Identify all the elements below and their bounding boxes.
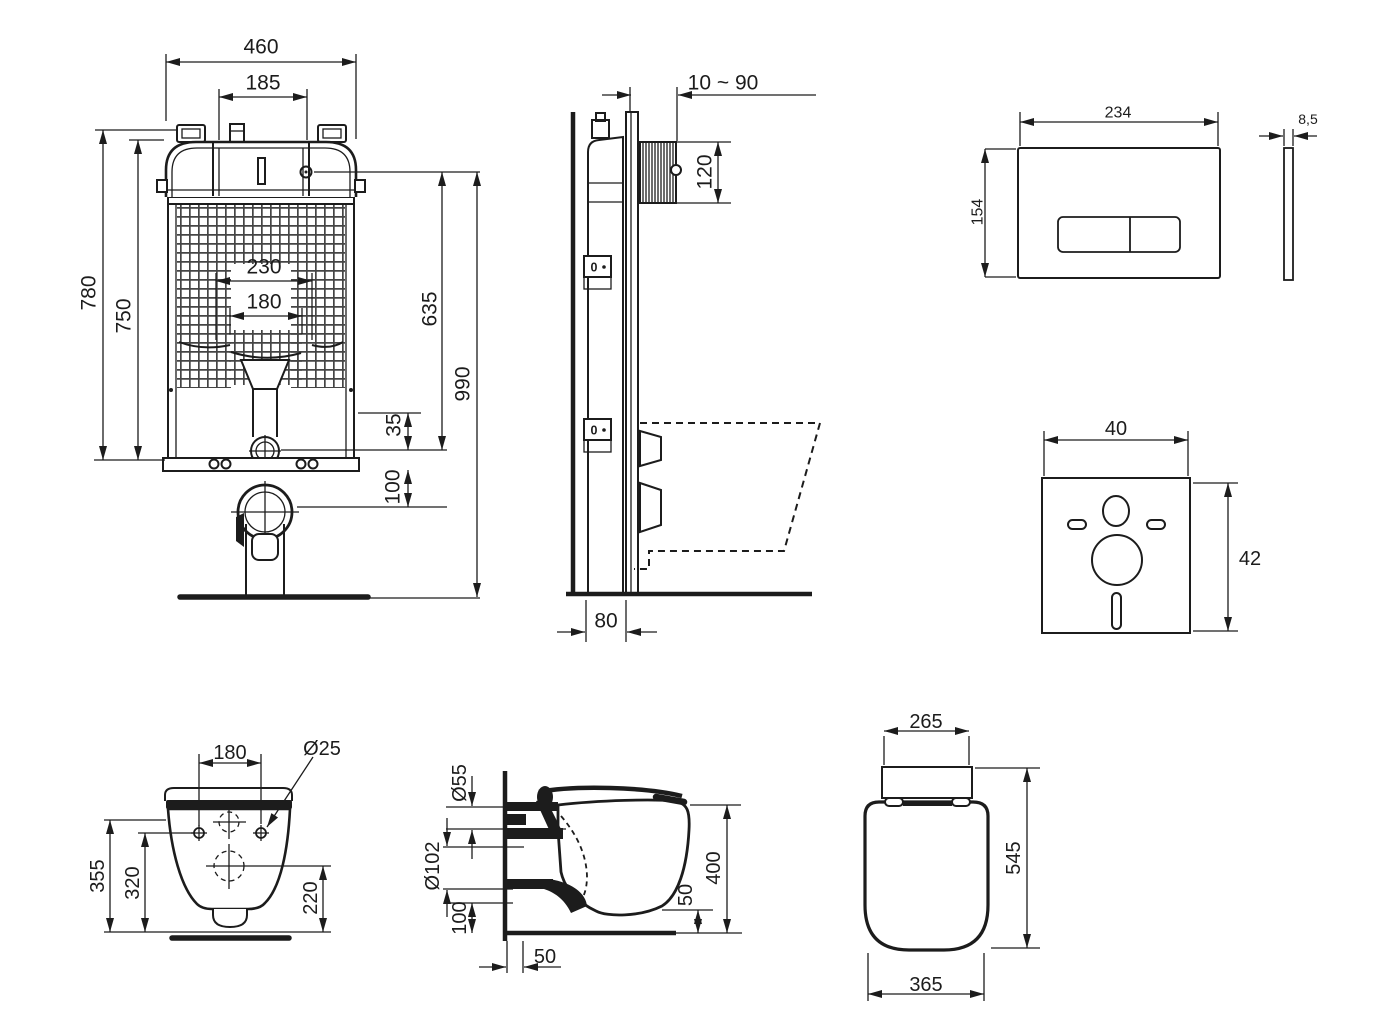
dim-hole-diameter: Ø25 [303,738,341,760]
dim-bottom-clearance: 50 [675,884,697,906]
hinge-plate [881,766,973,799]
frame-top-rail [167,196,355,205]
indicator-zero-bottom: 0 [591,423,598,437]
seat-line [538,785,683,799]
dim-outlet-drop: 100 [381,469,404,504]
hinge-cap-right [951,797,971,807]
hinge-bar [903,801,952,806]
dim-outlet-height: 220 [300,881,322,914]
indicator-badge-top: 0 [583,255,612,290]
cistern-side-view: 0 0 10 ~ 90 120 [557,71,822,642]
dimensions: 460 185 780 750 230 180 635 990 [77,35,481,597]
dim-frame-height: 780 [77,275,100,310]
bowl-top-cap [164,787,293,801]
dim-overall-height: 990 [451,366,474,401]
cistern-profile [587,135,624,595]
mat-outline [1041,477,1191,634]
slot-cutout-left [1067,519,1087,530]
access-niche [639,141,682,204]
bowl-fixing-bolt-lower [639,481,662,534]
dim-plate-thickness: 8,5 [1298,111,1318,127]
bowl-fixing-bolt-upper [639,429,662,468]
seat-lid-edge [652,793,688,806]
dim-mat-height: 42 [1239,548,1261,570]
dim-seat-width: 365 [909,974,942,996]
flush-button [1057,216,1181,253]
dim-wall-range: 10 ~ 90 [688,71,759,94]
dim-frame-depth: 80 [594,609,617,632]
dim-tank-width: 185 [245,71,280,94]
dim-plate-width: 234 [1105,105,1132,122]
dim-fixing-depth: 50 [534,946,556,968]
dim-elbow-offset: 35 [382,413,405,436]
hanger-bracket-right [317,124,347,143]
dimensions: 180 Ø25 355 320 220 [87,738,341,933]
slot-cutout-right [1146,519,1166,530]
frame-panel [625,111,639,596]
dim-niche-height: 120 [693,154,716,189]
dimensions: 40 42 [1043,418,1261,632]
dim-hole-spacing: 180 [213,742,246,764]
cistern-front-view: 460 185 780 750 230 180 635 990 [77,35,481,600]
toilet-bowl-side-view: Ø55 Ø102 100 50 400 50 [422,764,742,973]
indicator-badge-bottom: 0 [583,418,612,453]
flush-valve-slot [257,157,266,185]
dim-rim-height: 400 [703,851,725,884]
dim-inner-width: 230 [246,255,281,278]
dimensions: Ø55 Ø102 100 50 400 50 [422,764,741,973]
rear-connections [507,786,587,913]
dim-mat-width: 40 [1105,418,1127,440]
dim-hinge-width: 265 [909,711,942,733]
toilet-seat-top-view: 265 545 365 [863,711,1040,1001]
bowl-outlet-bump [212,909,248,929]
dim-total-width: 460 [243,35,278,58]
hinge-cap-left [884,797,904,807]
dim-valve-height: 635 [418,291,441,326]
fill-valve [299,165,313,179]
flush-plate-side-view: 8,5 [1259,111,1318,281]
dimensions: 8,5 [1259,111,1318,146]
vertical-slot-cutout [1111,592,1122,630]
flush-plate-front-view: 234 154 [970,105,1221,279]
frame-bottom-rail [162,457,360,472]
dim-pipe-width: 180 [246,290,281,313]
dim-inlet-diameter: Ø55 [449,764,471,802]
dimensions: 10 ~ 90 120 80 [557,71,816,642]
dim-bottom-height: 100 [449,901,471,934]
flush-plate-profile [1283,147,1294,281]
flush-plate [1017,147,1221,279]
indicator-zero-top: 0 [591,260,598,274]
cistern-tank [164,140,358,197]
sound-insulation-mat: 40 42 [1041,418,1261,634]
dim-total-height: 355 [87,859,109,892]
toilet-bowl-rear-view: 180 Ø25 355 320 220 [87,738,341,941]
inlet-cutout [1102,495,1130,527]
dim-fixing-height: 320 [122,866,144,899]
seat-outline [863,800,990,952]
outlet-cutout [1091,534,1143,586]
hanger-bracket-left [176,124,206,143]
dimensions: 234 154 [970,105,1219,278]
dim-outlet-diameter: Ø102 [422,842,444,891]
dim-tank-height: 750 [112,298,135,333]
filler-cap [229,123,245,143]
dim-plate-height: 154 [970,199,987,226]
dimensions: 265 545 365 [867,711,1040,1001]
trap-outline-dashed [560,815,588,907]
dim-seat-length: 545 [1003,841,1025,874]
bowl-outline-dashed [634,422,822,570]
